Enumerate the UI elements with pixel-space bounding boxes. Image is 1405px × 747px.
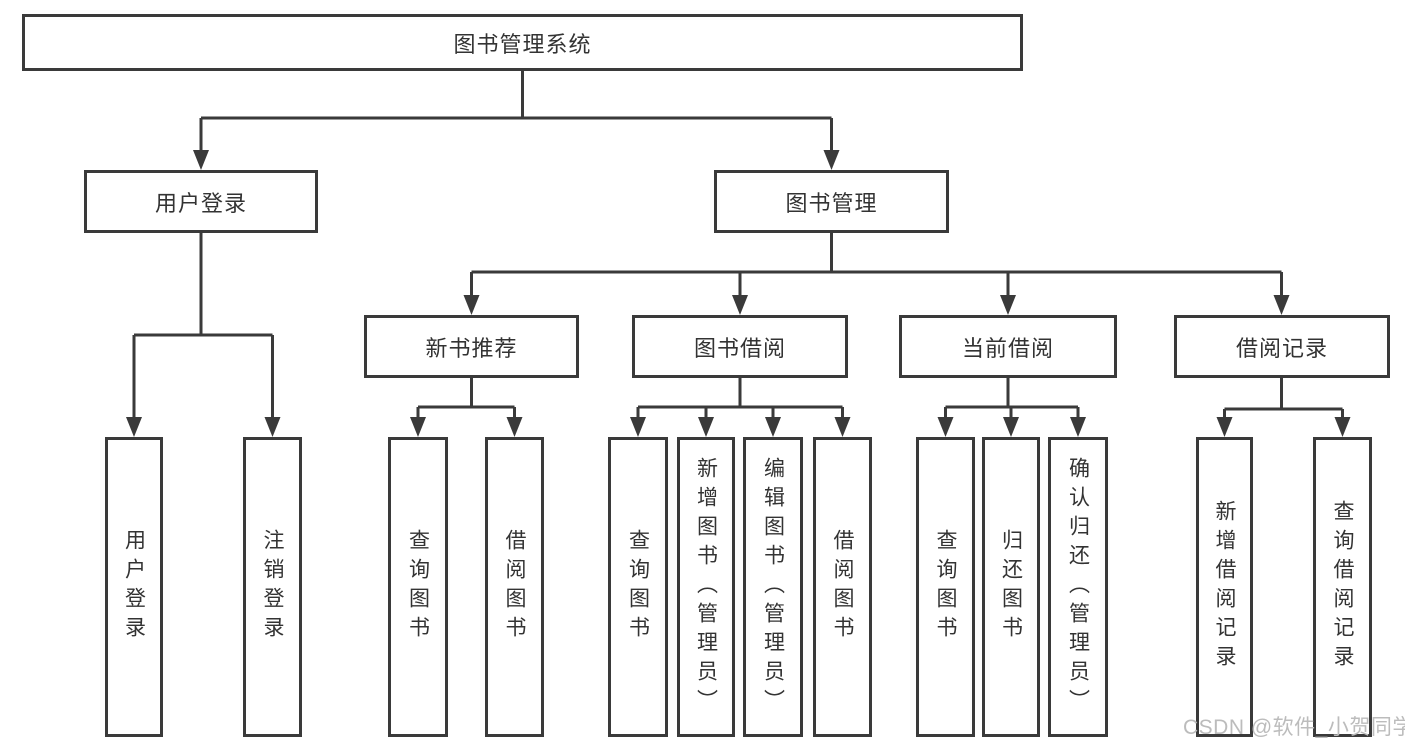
- connector-book-mgmt-to-level3: [470, 233, 1283, 297]
- leaf-label: 编辑图书（管理员）: [761, 456, 785, 718]
- leaf-label: 查询借阅记录: [1331, 500, 1354, 674]
- node-book-borrowing: 图书借阅: [632, 315, 848, 378]
- leaf-edit-books-admin: 编辑图书（管理员）: [743, 437, 803, 737]
- node-borrowing-records: 借阅记录: [1174, 315, 1390, 378]
- leaf-label: 借阅图书: [503, 529, 526, 645]
- leaf-label: 用户登录: [122, 529, 146, 645]
- arrowhead: [1273, 295, 1290, 315]
- node-user-login: 用户登录: [84, 170, 318, 233]
- leaf-query-books-recommend: 查询图书: [388, 437, 448, 737]
- leaf-label: 查询图书: [934, 529, 957, 645]
- connector-book-borrow-to-leaves: [636, 378, 844, 419]
- arrowhead: [506, 417, 523, 437]
- node-root-library-system: 图书管理系统: [22, 14, 1023, 71]
- arrowhead: [765, 417, 781, 437]
- arrowhead: [630, 417, 646, 437]
- node-current-borrowing: 当前借阅: [899, 315, 1117, 378]
- leaf-label: 查询图书: [626, 529, 650, 645]
- arrowhead: [264, 417, 281, 437]
- node-label: 借阅记录: [1235, 335, 1328, 361]
- arrowhead: [937, 417, 954, 437]
- node-book-management: 图书管理: [714, 170, 949, 233]
- leaf-borrow-books-recommend: 借阅图书: [485, 437, 544, 737]
- arrowhead: [126, 417, 142, 437]
- node-label: 图书管理: [785, 190, 878, 216]
- arrowhead: [1334, 417, 1351, 437]
- connector-current-borrow-to-leaves: [944, 378, 1080, 419]
- leaf-query-books-borrowing: 查询图书: [608, 437, 668, 737]
- connector-root-to-level2: [199, 71, 833, 152]
- connector-new-books-to-leaves: [416, 378, 516, 419]
- arrowheads: [126, 150, 1351, 437]
- connector-user-login-to-leaves: [132, 233, 274, 419]
- leaf-label: 确认归还（管理员）: [1066, 456, 1090, 718]
- leaf-add-borrow-record: 新增借阅记录: [1196, 437, 1253, 737]
- arrowhead: [410, 417, 426, 437]
- arrowhead: [1003, 417, 1019, 437]
- leaf-label: 注销登录: [261, 529, 284, 645]
- arrowhead: [193, 150, 209, 170]
- leaf-query-borrow-record: 查询借阅记录: [1313, 437, 1372, 737]
- leaf-user-login: 用户登录: [105, 437, 163, 737]
- arrowhead: [1216, 417, 1233, 437]
- node-label: 新书推荐: [425, 335, 518, 361]
- arrowhead: [732, 295, 748, 315]
- arrowhead: [698, 417, 714, 437]
- arrowhead: [1070, 417, 1086, 437]
- node-label: 当前借阅: [961, 335, 1054, 361]
- leaf-confirm-return-admin: 确认归还（管理员）: [1048, 437, 1108, 737]
- leaf-query-books-current: 查询图书: [916, 437, 975, 737]
- leaf-label: 借阅图书: [831, 529, 854, 645]
- arrowhead: [1000, 295, 1016, 315]
- node-new-book-recommend: 新书推荐: [364, 315, 579, 378]
- connector-borrow-records-to-leaves: [1223, 378, 1344, 419]
- leaf-logout: 注销登录: [243, 437, 302, 737]
- leaf-label: 查询图书: [406, 529, 430, 645]
- arrowhead: [823, 150, 840, 170]
- leaf-label: 新增图书（管理员）: [694, 456, 718, 718]
- node-label: 用户登录: [154, 190, 247, 216]
- leaf-label: 归还图书: [999, 529, 1023, 645]
- node-label: 图书管理系统: [453, 31, 592, 57]
- arrowhead: [463, 295, 480, 315]
- leaf-label: 新增借阅记录: [1213, 500, 1236, 674]
- arrowhead: [834, 417, 851, 437]
- leaf-add-books-admin: 新增图书（管理员）: [677, 437, 735, 737]
- node-label: 图书借阅: [693, 335, 786, 361]
- leaf-borrow-books-borrowing: 借阅图书: [813, 437, 872, 737]
- leaf-return-books: 归还图书: [982, 437, 1040, 737]
- csdn-watermark: CSDN @软件_小贺同学: [1183, 716, 1405, 739]
